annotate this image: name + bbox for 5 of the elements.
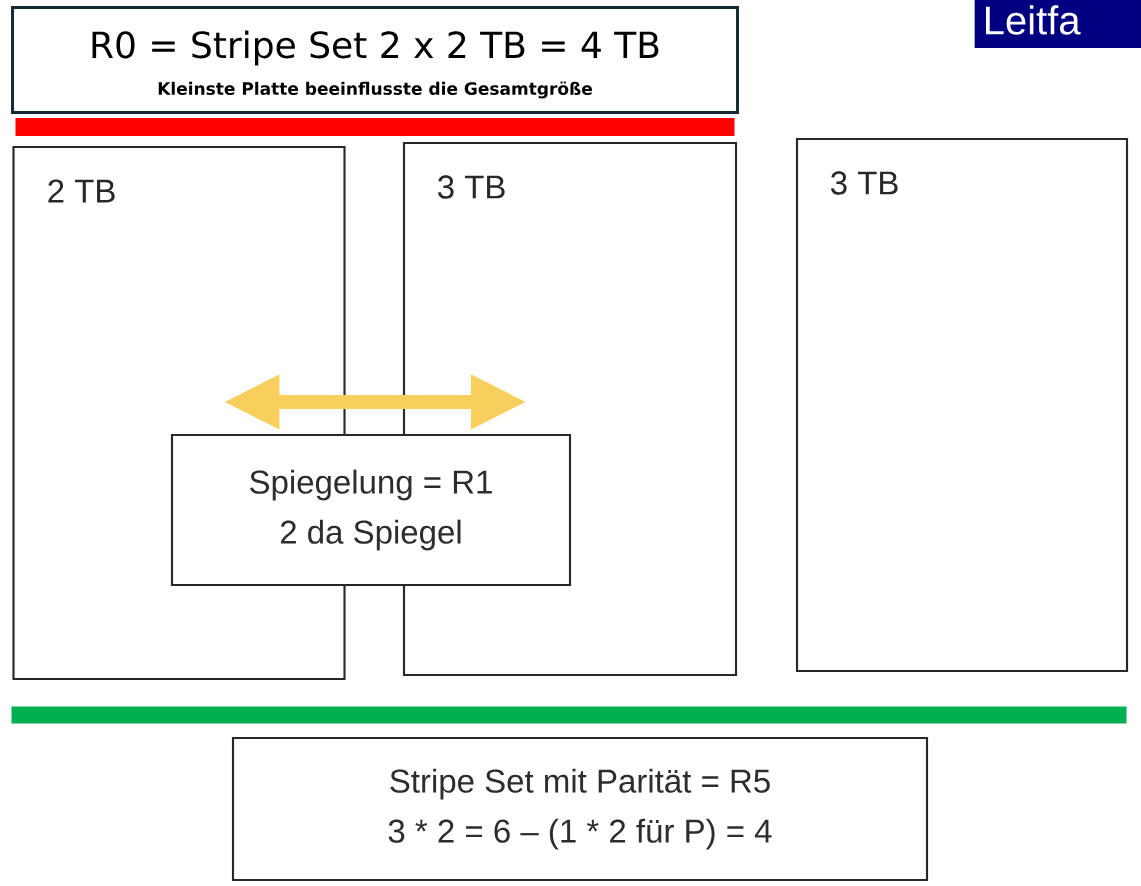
title-box: R0 = Stripe Set 2 x 2 TB = 4 TB Kleinste Platte beeinflusste die Gesamtgröße [11, 6, 739, 114]
underline-bar [15, 118, 735, 136]
heading-tab: Leitfa [974, 0, 1141, 48]
text-box: Stripe Set mit Parität = R5 3 * 2 = 6 – (1 * 2 für P) = 4 [231, 736, 929, 882]
text-box: Spiegelung = R1 2 da Spiegel [170, 433, 572, 587]
